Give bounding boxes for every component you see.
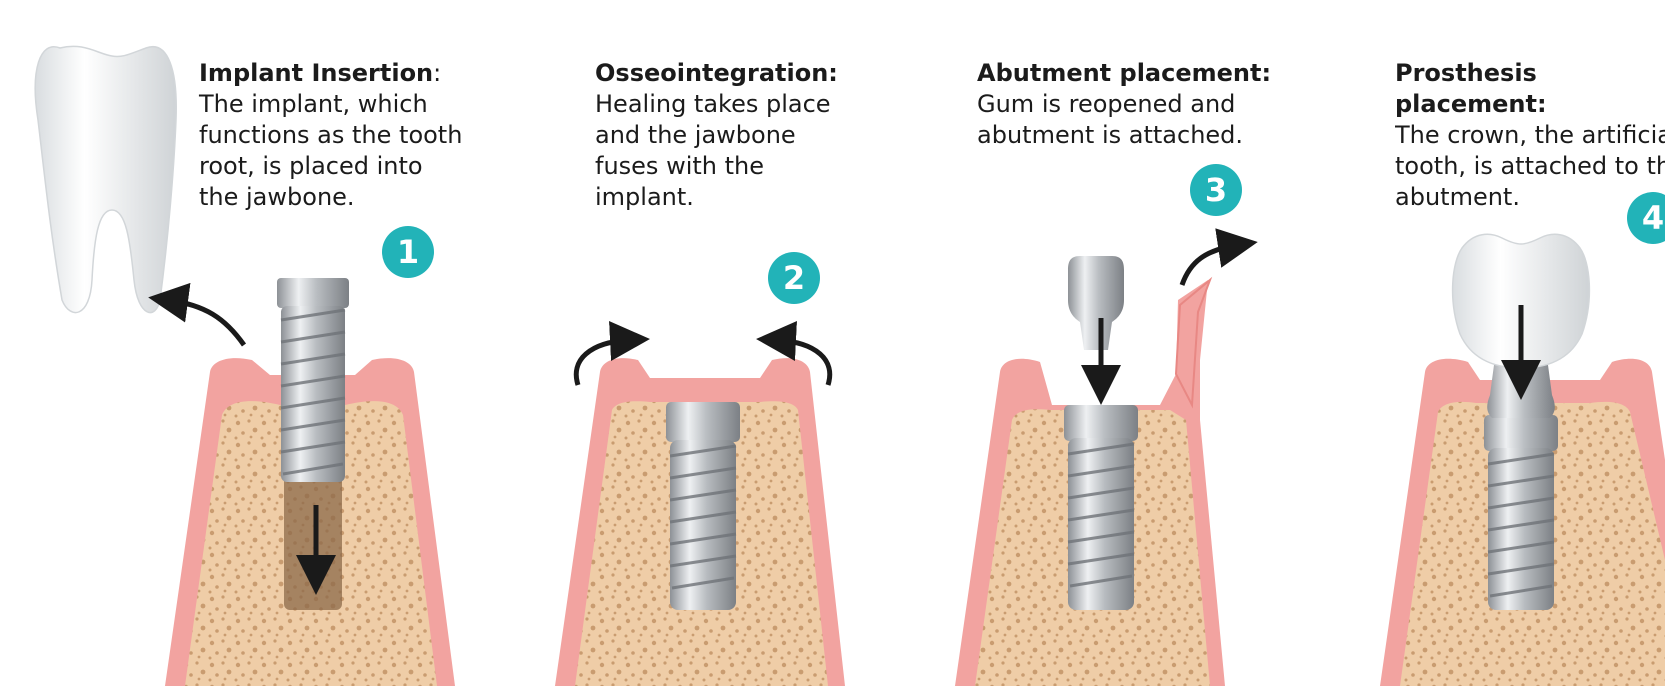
- step-3-illustration: [955, 245, 1238, 686]
- step-2-description-line: Healing takes place: [595, 89, 838, 120]
- step-4-text: Prosthesis placement: The crown, the art…: [1395, 58, 1665, 213]
- step-2-description-line: implant.: [595, 182, 838, 213]
- step-3-description-line: Gum is reopened and: [977, 89, 1271, 120]
- step-1-title-suffix: :: [433, 59, 441, 87]
- step-3-description-line: abutment is attached.: [977, 120, 1271, 151]
- step-2-title: Osseointegration:: [595, 58, 838, 89]
- step-4-description-line: tooth, is attached to the: [1395, 151, 1665, 182]
- implant-screw-icon: [1484, 415, 1558, 610]
- extraction-arrow-icon: [168, 300, 244, 345]
- step-2-number-badge: 2: [768, 252, 820, 304]
- implant-screw-icon: [277, 278, 349, 482]
- step-1-description-line: root, is placed into: [199, 151, 462, 182]
- step-2-description-line: and the jawbone: [595, 120, 838, 151]
- implant-screw-icon: [1064, 405, 1138, 610]
- step-4-description-line: The crown, the artificial: [1395, 120, 1665, 151]
- step-1-description-line: functions as the tooth: [199, 120, 462, 151]
- step-1-text: Implant Insertion: The implant, which fu…: [199, 58, 462, 213]
- step-1-description-line: the jawbone.: [199, 182, 462, 213]
- abutment-icon: [1068, 256, 1124, 350]
- step-1-title: Implant Insertion: [199, 59, 433, 87]
- step-2-text: Osseointegration: Healing takes place an…: [595, 58, 838, 213]
- step-2-illustration: [555, 340, 845, 686]
- step-4-title: Prosthesis placement:: [1395, 58, 1665, 120]
- step-2-description-line: fuses with the: [595, 151, 838, 182]
- step-3-number-badge: 3: [1190, 164, 1242, 216]
- step-4-illustration: [1380, 234, 1665, 686]
- step-1-number-badge: 1: [382, 226, 434, 278]
- step-1-description-line: The implant, which: [199, 89, 462, 120]
- extracted-tooth-icon: [35, 46, 176, 312]
- step-3-title: Abutment placement:: [977, 58, 1271, 89]
- step-3-text: Abutment placement: Gum is reopened and …: [977, 58, 1271, 151]
- implant-screw-icon: [666, 402, 740, 610]
- step-4-description-line: abutment.: [1395, 182, 1665, 213]
